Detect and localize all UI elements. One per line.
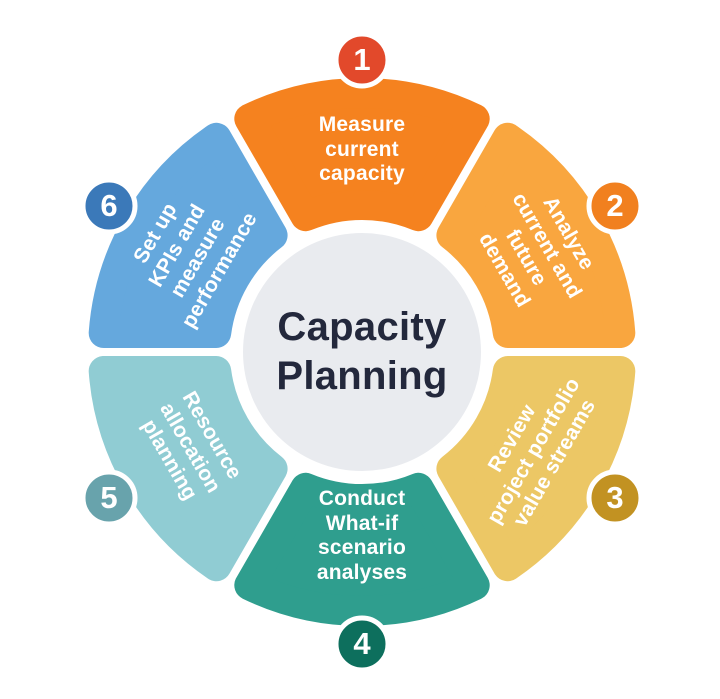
petal-1-label-line: Measure [318, 113, 406, 137]
badge-2-number: 2 [606, 188, 624, 223]
diagram-title-line: Planning [276, 354, 448, 398]
badge-5-circle [80, 469, 138, 527]
badge-3-number: 3 [606, 480, 624, 515]
center-circle [243, 233, 481, 471]
petal-4-label-line: analyses [316, 560, 408, 584]
petal-1-shape [234, 77, 490, 232]
petal-3-shape [436, 355, 636, 582]
diagram-title-line: Capacity [277, 305, 447, 350]
petal-1-label-line: capacity [319, 162, 405, 186]
badge-1-circle [333, 31, 391, 89]
badge-4-circle [333, 615, 391, 673]
petal-4-label-line: Conduct [318, 486, 406, 510]
diagram-title: Capacity Planning [276, 303, 447, 401]
badge-5-number: 5 [100, 480, 118, 515]
badge-2-circle [586, 177, 644, 235]
badge-4-number: 4 [353, 626, 371, 661]
badge-1-number: 1 [353, 42, 371, 77]
petal-2-shape [436, 122, 636, 349]
petal-4-shape [234, 472, 490, 627]
petal-1-label-line: current [325, 137, 399, 161]
petal-4-label-line: scenario [318, 536, 406, 559]
petal-1-label: Measure current capacity [270, 113, 454, 187]
petal-4-label: Conduct What-if scenario analyses [270, 487, 454, 585]
badge-6-circle [80, 177, 138, 235]
petal-6-shape [88, 122, 288, 349]
badge-3-circle [586, 469, 644, 527]
petal-4-label-line: What-if [325, 511, 399, 535]
badge-6-number: 6 [100, 188, 118, 223]
petal-5-shape [88, 355, 288, 582]
